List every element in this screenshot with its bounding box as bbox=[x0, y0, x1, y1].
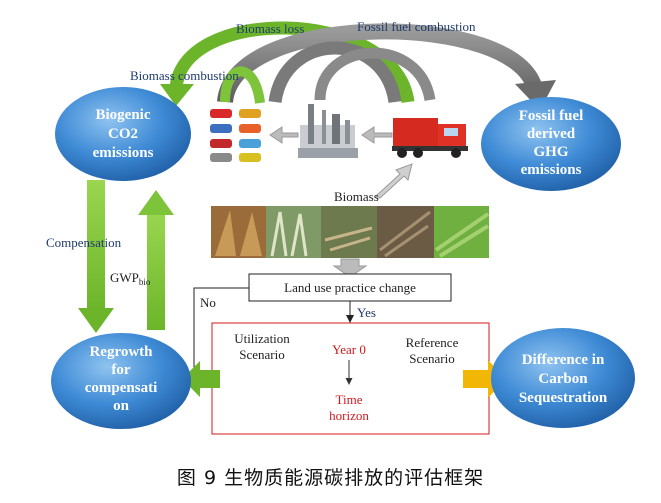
regrowth-line-4: on bbox=[113, 398, 130, 414]
biogenic-co2-node: Biogenic CO2 emissions bbox=[55, 87, 191, 181]
fossil-ghg-node: Fossil fuel derived GHG emissions bbox=[481, 97, 621, 191]
regrowth-node: Regrowth for compensati on bbox=[51, 333, 191, 429]
fossil-combustion-arc-mid bbox=[268, 41, 402, 104]
truck-picture bbox=[392, 118, 468, 158]
biogenic-line-2: CO2 bbox=[108, 126, 138, 142]
compensation-label: Compensation bbox=[46, 235, 122, 250]
reference-line-2: Scenario bbox=[409, 351, 454, 366]
fossil-line-2: derived bbox=[527, 126, 576, 142]
year-zero-label: Year 0 bbox=[332, 342, 366, 357]
gwp-label: GWPbio bbox=[110, 270, 151, 287]
biomass-combustion-label: Biomass combustion bbox=[130, 68, 239, 83]
refinery-picture bbox=[298, 104, 358, 158]
fossil-line-4: emissions bbox=[521, 162, 582, 178]
biomass-label: Biomass bbox=[334, 189, 379, 204]
figure-caption: 图 9 生物质能源碳排放的评估框架 bbox=[176, 467, 485, 489]
biogenic-line-3: emissions bbox=[93, 145, 154, 161]
carbon-assessment-diagram: Biomass loss Fossil fuel combustion Biom… bbox=[46, 19, 635, 435]
fossil-combustion-arc-inner bbox=[314, 47, 436, 102]
difference-line-2: Carbon bbox=[538, 371, 588, 387]
cars-picture bbox=[207, 104, 267, 162]
fossil-line-1: Fossil fuel bbox=[519, 108, 584, 124]
land-use-text: Land use practice change bbox=[284, 280, 416, 295]
land-use-decision-box: Land use practice change bbox=[248, 273, 452, 302]
regrowth-line-2: for bbox=[111, 362, 130, 378]
fossil-line-3: GHG bbox=[533, 144, 568, 160]
reference-line-1: Reference bbox=[406, 335, 459, 350]
regrowth-line-3: compensati bbox=[85, 380, 158, 396]
biomass-to-decision-arrow bbox=[332, 258, 368, 278]
scenario-box: Utilization Scenario Year 0 Time horizon… bbox=[211, 322, 490, 435]
regrowth-line-1: Regrowth bbox=[89, 344, 153, 360]
scenario-to-regrowth-arrow bbox=[182, 361, 220, 397]
difference-line-3: Sequestration bbox=[519, 390, 608, 406]
utilization-line-1: Utilization bbox=[234, 331, 290, 346]
factory-to-cars-arrow bbox=[269, 126, 299, 144]
yes-label: Yes bbox=[357, 305, 376, 320]
biomass-loss-label: Biomass loss bbox=[236, 21, 304, 36]
no-label: No bbox=[200, 295, 216, 310]
biomass-to-truck-arrow bbox=[375, 163, 413, 199]
time-line-2: horizon bbox=[329, 408, 369, 423]
biogenic-line-1: Biogenic bbox=[96, 107, 151, 123]
time-line-1: Time bbox=[336, 392, 363, 407]
fossil-combustion-label: Fossil fuel combustion bbox=[357, 19, 476, 34]
difference-line-1: Difference in bbox=[522, 352, 605, 368]
truck-to-refinery-arrow bbox=[361, 126, 393, 144]
utilization-line-2: Scenario bbox=[239, 347, 284, 362]
gwp-bio-arrow bbox=[138, 190, 174, 330]
biomass-loss-arc bbox=[160, 21, 415, 106]
biomass-combustion-arc bbox=[220, 66, 265, 104]
compensation-arrow bbox=[78, 180, 114, 333]
biomass-photos bbox=[211, 206, 490, 258]
difference-node: Difference in Carbon Sequestration bbox=[491, 328, 635, 428]
